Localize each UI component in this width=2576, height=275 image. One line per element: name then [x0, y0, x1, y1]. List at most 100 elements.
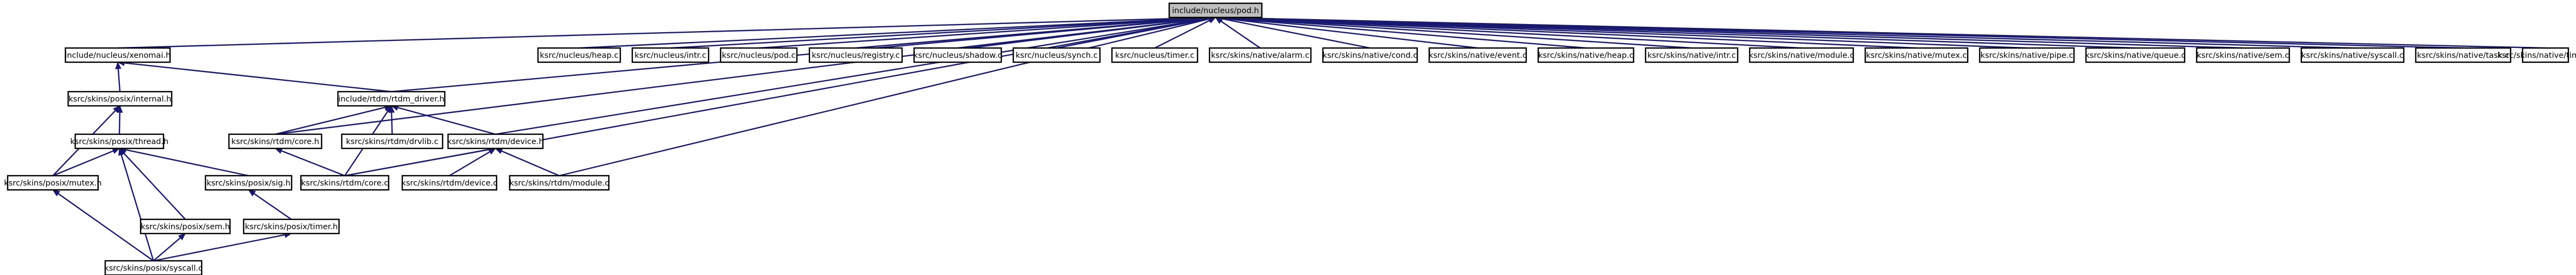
node-label: ksrc/nucleus/pod.c — [722, 51, 795, 60]
node-nat-cond[interactable]: ksrc/skins/native/cond.c — [1322, 47, 1418, 63]
node-n-shadow[interactable]: ksrc/nucleus/shadow.c — [913, 47, 1002, 63]
node-label: ksrc/skins/rtdm/core.c — [301, 179, 389, 188]
node-posix-syscall[interactable]: ksrc/skins/posix/syscall.c — [104, 260, 203, 275]
node-posix-sem[interactable]: ksrc/skins/posix/sem.h — [140, 218, 231, 235]
node-box — [509, 175, 610, 191]
node-pod[interactable]: include/nucleus/pod.h — [1168, 2, 1263, 19]
node-box — [1749, 47, 1854, 63]
node-rtdm-core-h[interactable]: ksrc/skins/rtdm/core.h — [228, 133, 323, 150]
node-xenomai[interactable]: include/nucleus/xenomai.h — [64, 47, 171, 63]
node-box — [228, 133, 323, 150]
node-label: ksrc/skins/rtdm/core.h — [231, 138, 319, 146]
node-nat-task[interactable]: ksrc/skins/native/task.c — [2415, 47, 2512, 63]
node-label: ksrc/skins/posix/sig.h — [207, 179, 291, 188]
node-box — [74, 133, 165, 150]
node-label: ksrc/skins/native/syscall.c — [2301, 51, 2403, 60]
node-label: ksrc/skins/posix/sem.h — [141, 223, 230, 231]
node-rtdm-device-c[interactable]: ksrc/skins/rtdm/device.c — [401, 175, 498, 191]
node-nat-alarm[interactable]: ksrc/skins/native/alarm.c — [1208, 47, 1312, 63]
node-box — [913, 47, 1002, 63]
node-box — [2300, 47, 2405, 63]
node-box — [341, 133, 444, 150]
edge-rtdm_device_h-rtdm_device_c — [449, 151, 491, 177]
edge-pod-n_heap — [579, 17, 1210, 49]
node-box — [1111, 47, 1199, 63]
node-label: ksrc/skins/posix/thread.h — [70, 138, 169, 146]
node-nat-syscall[interactable]: ksrc/skins/native/syscall.c — [2300, 47, 2405, 63]
node-posix-internal[interactable]: ksrc/skins/posix/internal.h — [67, 91, 173, 107]
edge-pod-nat_alarm — [1220, 20, 1261, 49]
node-label: ksrc/nucleus/heap.c — [540, 51, 618, 60]
node-nat-sem[interactable]: ksrc/skins/native/sem.c — [2196, 47, 2290, 63]
edge-pod-n_timer — [1154, 20, 1210, 49]
edge-posix_thread-posix_sem — [123, 152, 186, 220]
node-label: ksrc/skins/native/cond.c — [1322, 51, 1417, 60]
arrowhead-rtdm_driver-rtdm_core_c — [385, 105, 392, 113]
node-rtdm-driver[interactable]: include/rtdm/rtdm_driver.h — [337, 91, 446, 107]
edge-pod-xenomai — [117, 17, 1210, 49]
node-label: ksrc/skins/rtdm/device.h — [447, 138, 543, 146]
node-n-timer[interactable]: ksrc/nucleus/timer.c — [1111, 47, 1199, 63]
node-label: include/nucleus/xenomai.h — [65, 51, 171, 60]
node-box — [1428, 47, 1527, 63]
node-nat-pipe[interactable]: ksrc/skins/native/pipe.c — [1979, 47, 2075, 63]
node-box — [1322, 47, 1418, 63]
node-nat-timer[interactable]: ksrc/skins/native/timer.c — [2498, 47, 2576, 63]
node-box — [1864, 47, 1969, 63]
node-posix-sig[interactable]: ksrc/skins/posix/sig.h — [204, 175, 293, 191]
node-nat-mutex[interactable]: ksrc/skins/native/mutex.c — [1864, 47, 1969, 63]
node-nat-queue[interactable]: ksrc/skins/native/queue.c — [2085, 47, 2186, 63]
edge-posix_sig-posix_timer — [253, 193, 292, 220]
node-nat-module[interactable]: ksrc/skins/native/module.c — [1749, 47, 1854, 63]
node-n-heap[interactable]: ksrc/nucleus/heap.c — [537, 47, 621, 63]
graph-edges — [52, 14, 2546, 262]
edge-posix_sem-posix_syscall — [153, 237, 181, 261]
node-label: ksrc/skins/native/event.c — [1429, 51, 1527, 60]
node-rtdm-drvlib[interactable]: ksrc/skins/rtdm/drvlib.c — [341, 133, 444, 150]
node-rtdm-core-c[interactable]: ksrc/skins/rtdm/core.c — [300, 175, 390, 191]
node-posix-timer[interactable]: ksrc/skins/posix/timer.h — [243, 218, 340, 235]
node-label: include/nucleus/pod.h — [1172, 7, 1259, 15]
node-label: ksrc/skins/native/sem.c — [2197, 51, 2289, 60]
node-box — [243, 218, 340, 235]
node-n-intr[interactable]: ksrc/nucleus/intr.c — [631, 47, 710, 63]
node-n-synch[interactable]: ksrc/nucleus/synch.c — [1012, 47, 1101, 63]
node-label: ksrc/skins/native/mutex.c — [1866, 51, 1967, 60]
node-label: ksrc/skins/native/pipe.c — [1980, 51, 2073, 60]
arrowhead-pod-n_timer — [1208, 17, 1217, 23]
node-box — [1168, 2, 1263, 19]
node-label: ksrc/skins/rtdm/module.c — [510, 179, 609, 188]
node-box — [64, 47, 171, 63]
node-posix-thread[interactable]: ksrc/skins/posix/thread.h — [70, 133, 169, 150]
node-box — [204, 175, 293, 191]
edge-rtdm_device_h-rtdm_core_c — [344, 148, 489, 177]
node-label: ksrc/nucleus/timer.c — [1115, 51, 1194, 60]
arrowhead-posix_thread-posix_mutex — [112, 148, 120, 154]
edge-posix_thread-posix_syscall — [120, 154, 154, 261]
node-box — [631, 47, 710, 63]
node-nat-event[interactable]: ksrc/skins/native/event.c — [1428, 47, 1527, 63]
arrowhead-rtdm_device_h-rtdm_device_c — [488, 148, 497, 155]
node-box — [401, 175, 498, 191]
node-rtdm-module[interactable]: ksrc/skins/rtdm/module.c — [509, 175, 610, 191]
node-posix-mutex[interactable]: ksrc/skins/posix/mutex.h — [4, 175, 102, 191]
arrowhead-xenomai-posix_internal — [115, 61, 122, 69]
node-box — [447, 133, 544, 150]
edge-pod-n_registry — [855, 17, 1210, 49]
edge-pod-n_shadow — [957, 17, 1210, 49]
node-label: ksrc/skins/posix/internal.h — [69, 95, 172, 104]
edge-pod-nat_timer — [1222, 17, 2546, 49]
node-label: include/rtdm/rtdm_driver.h — [338, 95, 445, 104]
node-n-pod[interactable]: ksrc/nucleus/pod.c — [719, 47, 798, 63]
node-box — [1537, 47, 1635, 63]
node-label: ksrc/skins/native/task.c — [2417, 51, 2509, 60]
edge-rtdm_core_h-rtdm_core_c — [281, 150, 345, 177]
node-nat-intr[interactable]: ksrc/skins/native/intr.c — [1644, 47, 1739, 63]
node-rtdm-device-h[interactable]: ksrc/skins/rtdm/device.h — [447, 133, 544, 150]
node-n-registry[interactable]: ksrc/nucleus/registry.c — [808, 47, 903, 63]
node-box — [104, 260, 203, 275]
node-nat-heap[interactable]: ksrc/skins/native/heap.c — [1537, 47, 1635, 63]
node-label: ksrc/skins/native/timer.c — [2498, 51, 2576, 60]
node-label: ksrc/skins/posix/mutex.h — [4, 179, 101, 188]
